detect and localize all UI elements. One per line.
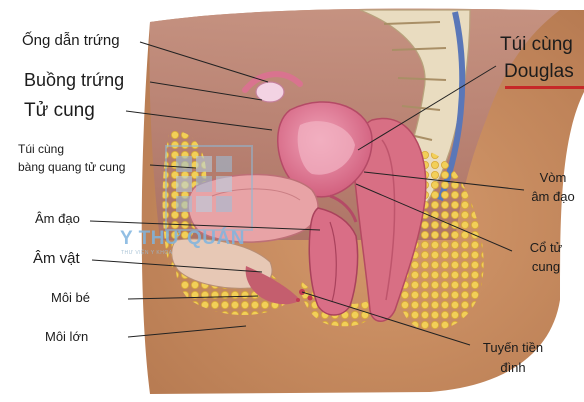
label-vom-am-dao-line2: âm đạo (531, 189, 575, 204)
leader-lines (89, 41, 525, 346)
label-buong-trung: Buồng trứng (24, 70, 125, 90)
rectum (353, 117, 427, 322)
label-tui-cung-bang-quang-line2: bàng quang tử cung (18, 160, 126, 174)
ovary-tube (242, 71, 303, 103)
watermark-logo (165, 145, 253, 231)
watermark-text: Y THƯ QUÁN (120, 228, 245, 249)
label-vom-am-dao-line1: Vòm (539, 170, 567, 185)
label-am-dao: Âm đạo (35, 211, 80, 226)
label-tui-cung-bang-quang-line1: Túi cùng (18, 142, 65, 156)
label-moi-lon: Môi lớn (45, 329, 89, 344)
douglas-underline (505, 86, 584, 89)
label-co-tu-cung-line1: Cổ tử (529, 240, 563, 255)
vagina (308, 207, 359, 316)
label-tuyen-tien-dinh-line1: Tuyến tiền (482, 340, 544, 355)
label-tui-cung-douglas-line2: Douglas (504, 61, 574, 82)
label-ong-dan-trung: Ống dẫn trứng (22, 32, 120, 49)
uterus (277, 101, 373, 223)
label-tuyen-tien-dinh-line2: đình (500, 360, 526, 375)
watermark-tagline: THƯ VIỆN Y KHOA (121, 250, 173, 256)
label-am-vat: Âm vật (33, 250, 80, 267)
label-co-tu-cung-line2: cung (531, 259, 561, 274)
label-tu-cung: Tử cung (24, 100, 95, 121)
label-moi-be: Môi bé (51, 290, 91, 305)
label-tui-cung-douglas-line1: Túi cùng (500, 34, 573, 55)
